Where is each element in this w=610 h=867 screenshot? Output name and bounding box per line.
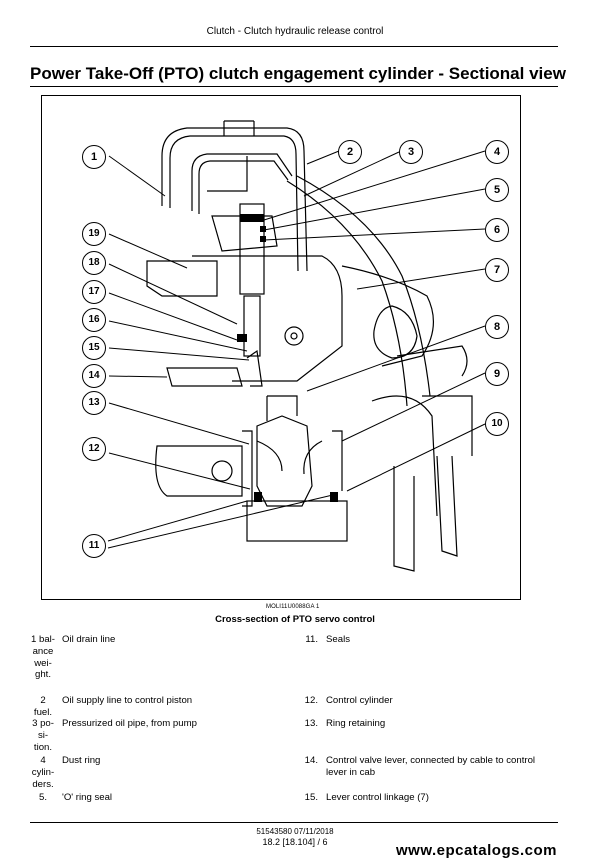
- cylinder-drawing: [107, 120, 486, 572]
- legend-text: Control cylinder: [326, 695, 393, 706]
- legend-number: 2 fuel.: [33, 695, 53, 718]
- legend-number: 15.: [304, 792, 318, 803]
- callout-8: 8: [485, 315, 509, 339]
- footer-page-ref: 18.2 [18.104] / 6: [262, 837, 328, 847]
- footer-rule: [30, 822, 558, 823]
- figure-code: MOLI11U0088GA 1: [266, 604, 320, 610]
- legend-number: 13.: [304, 718, 318, 729]
- sectional-view-figure: 1 2 3 4 5 6 7 8 9 10 11 12 13 14 15 16 1…: [41, 95, 521, 600]
- legend-text: Pressurized oil pipe, from pump: [62, 718, 197, 729]
- legend-text: Oil supply line to control piston: [62, 695, 193, 706]
- legend-text: Seals: [326, 634, 350, 645]
- legend-number: 12.: [304, 695, 318, 706]
- callout-5: 5: [485, 178, 509, 202]
- callout-6: 6: [485, 218, 509, 242]
- legend-number: 4 cylin- ders.: [31, 755, 55, 790]
- callout-10: 10: [485, 412, 509, 436]
- callout-12: 12: [82, 437, 106, 461]
- page-title: Power Take-Off (PTO) clutch engagement c…: [30, 64, 566, 83]
- legend-number: 11.: [305, 634, 318, 645]
- callout-19: 19: [82, 222, 106, 246]
- callout-1: 1: [82, 145, 106, 169]
- footer-doc-ref: 51543580 07/11/2018: [256, 827, 334, 836]
- callout-2: 2: [338, 140, 362, 164]
- legend-text: Ring retaining: [326, 718, 386, 729]
- callout-17: 17: [82, 280, 106, 304]
- callout-16: 16: [82, 308, 106, 332]
- legend-text: Control valve lever, connected by cable …: [326, 755, 536, 778]
- legend-text: Lever control linkage (7): [326, 792, 429, 803]
- callout-13: 13: [82, 391, 106, 415]
- legend-number: 5.: [38, 792, 47, 803]
- legend-text: Oil drain line: [62, 634, 116, 645]
- callout-9: 9: [485, 362, 509, 386]
- legend-text: 'O' ring seal: [62, 792, 113, 803]
- legend-text: Dust ring: [62, 755, 101, 766]
- page-header: Clutch - Clutch hydraulic release contro…: [206, 26, 384, 37]
- callout-11: 11: [82, 534, 106, 558]
- legend-number: 14.: [304, 755, 318, 766]
- callout-14: 14: [82, 364, 106, 388]
- watermark-link[interactable]: www.epcatalogs.com: [396, 842, 557, 859]
- header-rule: [30, 46, 558, 47]
- callout-18: 18: [82, 251, 106, 275]
- legend-number: 3 po- si- tion.: [32, 718, 54, 753]
- callout-7: 7: [485, 258, 509, 282]
- callout-4: 4: [485, 140, 509, 164]
- legend-number: 1 bal- ance wei- ght.: [31, 634, 55, 681]
- figure-caption: Cross-section of PTO servo control: [215, 614, 375, 625]
- callout-3: 3: [399, 140, 423, 164]
- title-rule: [30, 86, 558, 87]
- callout-15: 15: [82, 336, 106, 360]
